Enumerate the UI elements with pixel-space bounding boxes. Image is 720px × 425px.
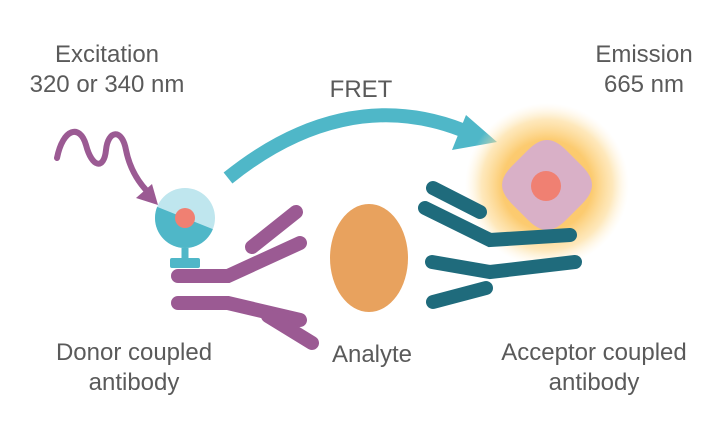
fret-arrow xyxy=(223,108,497,184)
donor-title: Donor coupled xyxy=(55,339,213,366)
analyte-label: Analyte xyxy=(331,341,413,368)
donor-subtitle: antibody xyxy=(88,369,180,396)
donor-antibody-upper-tip xyxy=(245,205,303,254)
donor-label: Donor coupled antibody xyxy=(44,338,224,398)
donor-antibody-upper-arm xyxy=(171,236,307,283)
emission-wavelength: 665 nm xyxy=(603,71,685,98)
acceptor-subtitle: antibody xyxy=(548,369,640,396)
acceptor-antibody xyxy=(418,181,582,309)
acceptor-title: Acceptor coupled xyxy=(501,339,687,366)
excitation-wavelength: 320 or 340 nm xyxy=(29,71,185,98)
emission-label: Emission 665 nm xyxy=(592,40,696,100)
emission-title: Emission xyxy=(595,41,693,68)
acceptor-antibody-lower-arm xyxy=(425,255,582,280)
excitation-title: Excitation xyxy=(54,41,160,68)
acceptor-label: Acceptor coupled antibody xyxy=(486,338,702,398)
excitation-light-arrow xyxy=(54,128,158,205)
acceptor-antibody-lower-tip xyxy=(426,281,493,309)
fret-label: FRET xyxy=(329,76,393,103)
donor-antibody-lower-tip xyxy=(261,309,319,350)
acceptor-antibody-upper-arm xyxy=(418,201,577,248)
acceptor-fluorophore xyxy=(502,140,592,230)
excitation-label: Excitation 320 or 340 nm xyxy=(30,40,185,100)
donor-antibody xyxy=(171,205,319,350)
donor-linker-base xyxy=(170,258,200,268)
acceptor-core xyxy=(531,171,561,201)
analyte-shape xyxy=(330,204,408,312)
donor-core xyxy=(175,208,195,228)
donor-fluorophore xyxy=(155,188,215,268)
acceptor-antibody-upper-tip xyxy=(426,181,487,219)
